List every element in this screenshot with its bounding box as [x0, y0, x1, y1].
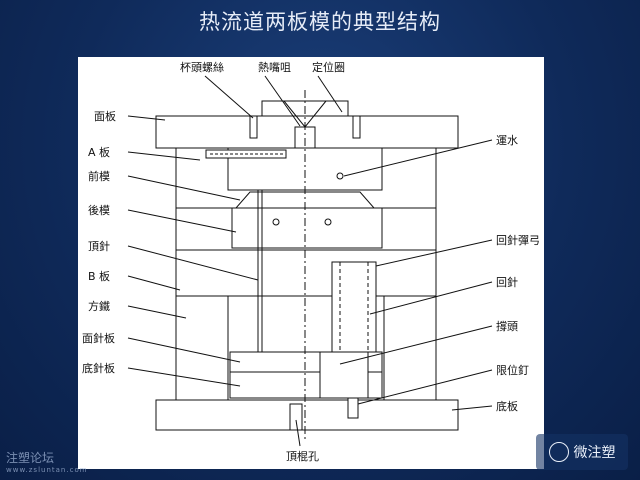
b-plate-shape — [175, 249, 437, 297]
label-ejector-pin: 頂針 — [88, 239, 110, 253]
label-locating-ring: 定位圈 — [312, 60, 345, 74]
wechat-icon — [548, 442, 569, 462]
spacer-left — [175, 295, 229, 401]
slide-title: 热流道两板模的典型结构 — [199, 10, 441, 34]
badge-label: 微注塑 — [573, 445, 616, 461]
label-top-plate: 面板 — [94, 109, 116, 123]
label-cup-screw: 杯頭螺絲 — [180, 60, 224, 74]
label-ko-hole: 頂棍孔 — [286, 449, 319, 463]
label-b-plate: B 板 — [88, 269, 110, 283]
label-spacer-block: 方鐵 — [88, 299, 110, 313]
label-a-plate: A 板 — [88, 145, 110, 159]
label-bottom-plate: 底板 — [496, 399, 518, 413]
spacer-right — [383, 295, 437, 401]
watermark-logo: 注塑论坛 www.zsluntan.com — [6, 449, 88, 474]
core-shape — [175, 207, 437, 251]
label-core: 後模 — [88, 203, 110, 217]
watermark-url: www.zsluntan.com — [6, 466, 88, 474]
label-support-pillar: 撐頭 — [496, 319, 518, 333]
label-ejector-retainer: 面針板 — [82, 331, 115, 345]
label-return-pin: 回針 — [496, 275, 518, 289]
label-ejector-plate: 底針板 — [82, 361, 115, 375]
label-return-spring: 回針彈弓 — [496, 233, 540, 247]
label-cavity: 前模 — [88, 169, 110, 183]
wechat-badge[interactable]: 微注塑 — [536, 434, 628, 470]
bottom-plate-shape — [155, 399, 459, 431]
label-hot-nozzle: 熱嘴咀 — [258, 61, 291, 74]
label-cooling-water: 運水 — [496, 134, 518, 147]
label-stop-pin: 限位釘 — [496, 363, 529, 377]
watermark-text: 注塑论坛 — [6, 451, 55, 465]
